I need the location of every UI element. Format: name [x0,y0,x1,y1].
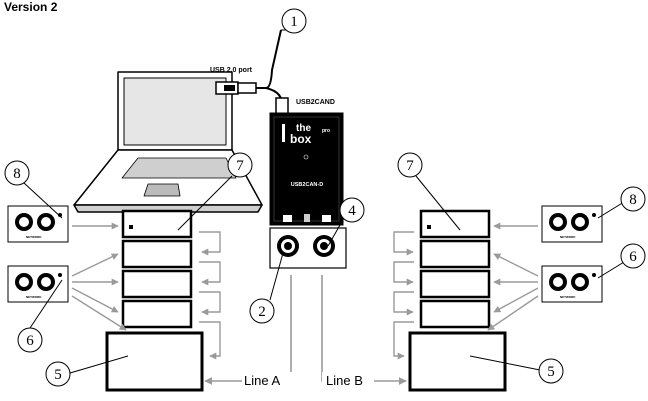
svg-text:5: 5 [54,367,62,383]
svg-text:6: 6 [26,333,34,349]
callout-6-left: 6 [17,279,63,353]
usb-port-icon [304,214,310,222]
svg-text:2: 2 [258,304,266,320]
network-label: NETWORK [26,295,42,299]
xlr-connector-a-icon [277,235,299,257]
svg-text:7: 7 [406,158,414,174]
callout-5-right: 5 [469,355,564,384]
diagram-title: Version 2 [4,0,58,14]
left-speaker-2 [121,239,193,269]
svg-text:8: 8 [629,192,637,208]
right-speaker-stack [408,209,507,392]
device-label: USB2CAND [296,99,335,106]
usb-b-plug-icon [275,97,289,115]
svg-text:6: 6 [629,249,637,265]
usb2cand-interface-device: the box pro USB2CAN-D [269,112,344,226]
callout-6-right: 6 [597,243,646,279]
brand-box: box [290,132,312,146]
usb-cable [256,29,282,89]
network-label: NETWORK [26,235,42,239]
left-network-unit-bottom: NETWORK [7,265,69,303]
callout-5-left: 5 [45,355,129,387]
left-network-unit-top: NETWORK [7,205,69,243]
left-speaker-stack [105,209,204,392]
callout-8-left: 8 [4,160,63,219]
port-a-icon [283,215,292,222]
port-b-icon [322,215,331,222]
led-icon [303,154,309,160]
callout-1: 1 [281,8,307,34]
callout-4: 4 [327,197,365,247]
usb-plug-icon [215,81,257,95]
line-b-label: Line B [326,373,363,388]
connector-plate [269,227,347,269]
left-speaker-3 [121,269,193,299]
brand-pro: pro [322,128,330,134]
right-network-unit-top: NETWORK [541,205,603,243]
xlr-connector-b-icon [313,235,335,257]
right-network-unit-bottom: NETWORK [541,265,603,303]
left-speaker-4 [121,299,193,329]
left-speaker-1 [121,209,193,239]
network-label: NETWORK [560,235,576,239]
line-a-label: Line A [244,373,280,388]
device-face-label: USB2CAN-D [291,182,323,188]
right-subwoofer [408,331,507,392]
line-a-cable [204,275,292,385]
right-speaker-2 [419,239,491,269]
callout-7-right: 7 [397,152,461,231]
svg-text:8: 8 [13,166,21,182]
network-label: NETWORK [560,295,576,299]
svg-text:1: 1 [290,14,298,30]
right-speaker-4 [419,299,491,329]
usb-port-label: USB 2.0 port [210,67,253,74]
callout-2: 2 [249,252,284,324]
laptop-icon [73,71,263,213]
right-speaker-3 [419,269,491,299]
callout-7-left: 7 [177,152,253,231]
right-speaker-1 [419,209,491,239]
callout-8-right: 8 [597,186,646,219]
brand-the: the [296,123,311,134]
svg-text:4: 4 [348,203,356,219]
left-subwoofer [105,331,204,392]
svg-text:7: 7 [236,158,244,174]
svg-text:5: 5 [547,364,555,380]
